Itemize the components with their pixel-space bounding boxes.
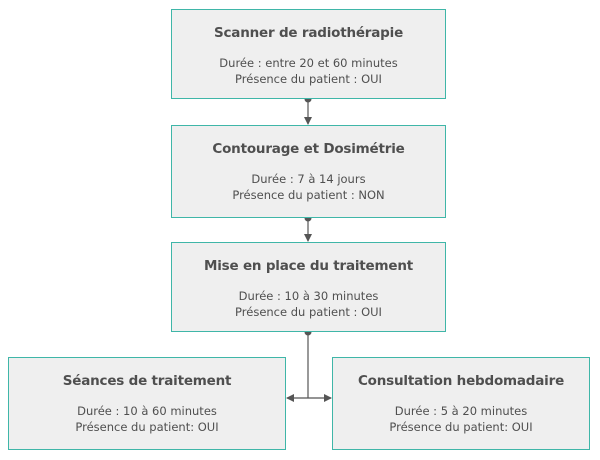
- node-seances: Séances de traitement Durée : 10 à 60 mi…: [8, 357, 286, 450]
- node-scanner: Scanner de radiothérapie Durée : entre 2…: [171, 9, 446, 99]
- node-consultation: Consultation hebdomadaire Durée : 5 à 20…: [332, 357, 590, 450]
- node-presence: Présence du patient: OUI: [75, 420, 219, 434]
- node-title: Séances de traitement: [62, 373, 232, 389]
- node-presence: Présence du patient : OUI: [235, 72, 382, 86]
- node-duration: Durée : 7 à 14 jours: [251, 172, 366, 186]
- node-duration: Durée : 10 à 60 minutes: [77, 404, 217, 418]
- node-presence: Présence du patient : OUI: [235, 305, 382, 319]
- node-duration: Durée : entre 20 et 60 minutes: [219, 56, 398, 70]
- node-duration: Durée : 10 à 30 minutes: [238, 289, 379, 303]
- node-presence: Présence du patient: OUI: [389, 420, 533, 434]
- connector-mise-en-place-to-branches: [286, 328, 332, 402]
- node-title: Scanner de radiothérapie: [213, 25, 404, 41]
- node-contourage: Contourage et Dosimétrie Durée : 7 à 14 …: [171, 125, 446, 218]
- connector-contourage-to-mise-en-place: [304, 214, 312, 242]
- connector-scanner-to-contourage: [304, 95, 312, 125]
- node-duration: Durée : 5 à 20 minutes: [394, 404, 528, 418]
- node-title: Consultation hebdomadaire: [357, 373, 565, 389]
- node-title: Mise en place du traitement: [204, 258, 413, 274]
- node-title: Contourage et Dosimétrie: [212, 141, 405, 157]
- node-presence: Présence du patient : NON: [232, 188, 385, 202]
- node-mise-en-place: Mise en place du traitement Durée : 10 à…: [171, 242, 446, 332]
